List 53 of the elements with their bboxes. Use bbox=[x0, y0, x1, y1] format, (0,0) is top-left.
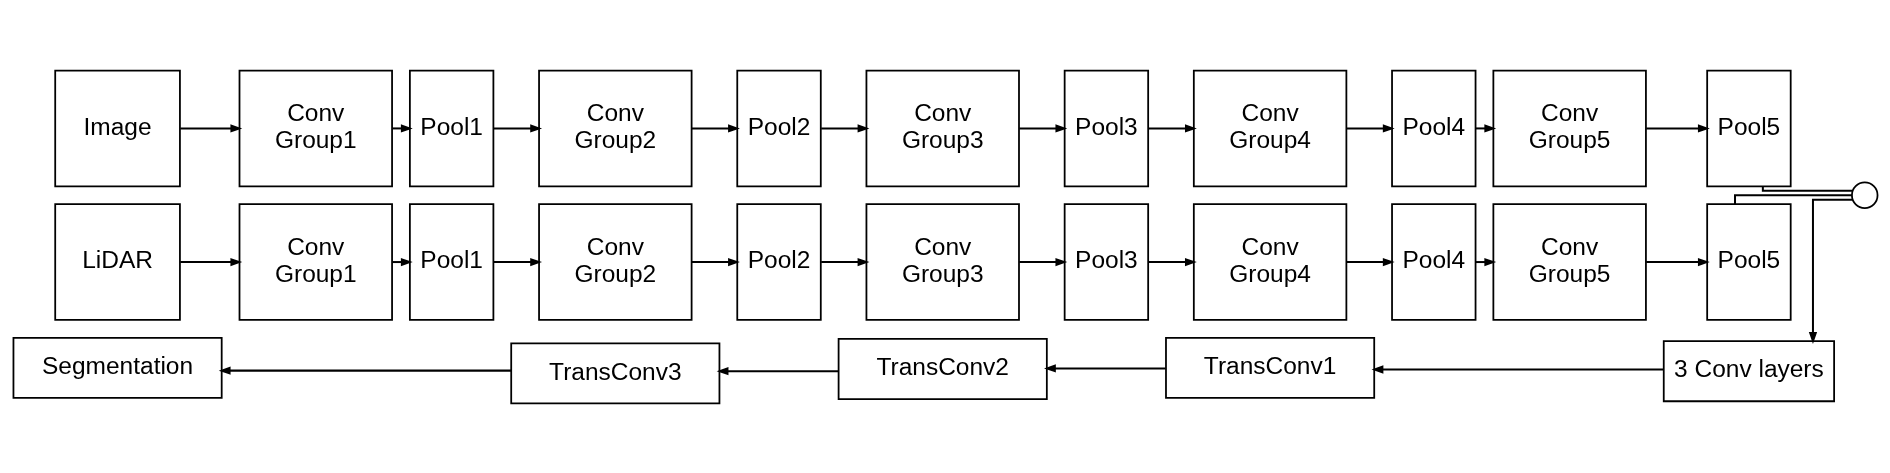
arrow bbox=[1043, 363, 1167, 373]
node-box: Conv Group4 bbox=[1192, 202, 1347, 321]
node-box: TransConv3 bbox=[509, 341, 720, 404]
arrow bbox=[1644, 257, 1710, 266]
node-box: Pool3 bbox=[1063, 202, 1149, 321]
arrow bbox=[1147, 123, 1197, 133]
node-box: 3 Conv layers bbox=[1662, 339, 1835, 402]
arrow bbox=[819, 123, 869, 133]
node-box: Pool2 bbox=[735, 202, 822, 321]
node-box: Conv Group5 bbox=[1491, 202, 1647, 321]
connector bbox=[1761, 185, 1854, 192]
node-box: Pool4 bbox=[1390, 69, 1476, 187]
arrow bbox=[716, 366, 839, 375]
node-box: Pool2 bbox=[735, 69, 822, 187]
node-box: TransConv2 bbox=[837, 337, 1048, 400]
node-circle bbox=[1850, 181, 1878, 209]
node-box: LiDAR bbox=[53, 202, 181, 321]
arrow bbox=[1017, 123, 1067, 133]
node-box: Image bbox=[53, 69, 181, 187]
connector bbox=[1733, 193, 1853, 205]
arrow bbox=[1644, 123, 1710, 133]
node-box: Conv Group1 bbox=[238, 202, 393, 321]
node-box: TransConv1 bbox=[1164, 336, 1375, 399]
node-box: Conv Group5 bbox=[1491, 69, 1647, 187]
node-box: Pool5 bbox=[1705, 202, 1792, 321]
node-box: Conv Group3 bbox=[865, 202, 1020, 321]
arrow bbox=[218, 366, 512, 375]
arrow bbox=[178, 123, 242, 133]
node-box: Segmentation bbox=[12, 336, 223, 399]
arrow bbox=[390, 257, 413, 266]
arrow bbox=[492, 257, 542, 266]
node-box: Conv Group3 bbox=[865, 69, 1020, 187]
node-box: Pool4 bbox=[1390, 202, 1476, 321]
node-box: Conv Group2 bbox=[537, 202, 692, 321]
node-box: Conv Group2 bbox=[537, 69, 692, 187]
node-box: Pool5 bbox=[1705, 69, 1792, 187]
arrow bbox=[1345, 257, 1395, 266]
node-box: Pool3 bbox=[1063, 69, 1149, 187]
arrow bbox=[178, 257, 242, 266]
arrow bbox=[1017, 257, 1067, 266]
arrow bbox=[690, 257, 740, 266]
node-box: Conv Group1 bbox=[238, 69, 393, 187]
node-box: Pool1 bbox=[408, 202, 494, 321]
arrow bbox=[1147, 257, 1197, 266]
arrow bbox=[492, 123, 542, 133]
arrow bbox=[819, 257, 869, 266]
arrow bbox=[1345, 123, 1395, 133]
arrow bbox=[1371, 364, 1664, 374]
arrow bbox=[1808, 198, 1854, 344]
node-box: Conv Group4 bbox=[1192, 69, 1347, 187]
arrow bbox=[690, 123, 740, 133]
arrow bbox=[390, 123, 413, 133]
node-box: Pool1 bbox=[408, 69, 494, 187]
